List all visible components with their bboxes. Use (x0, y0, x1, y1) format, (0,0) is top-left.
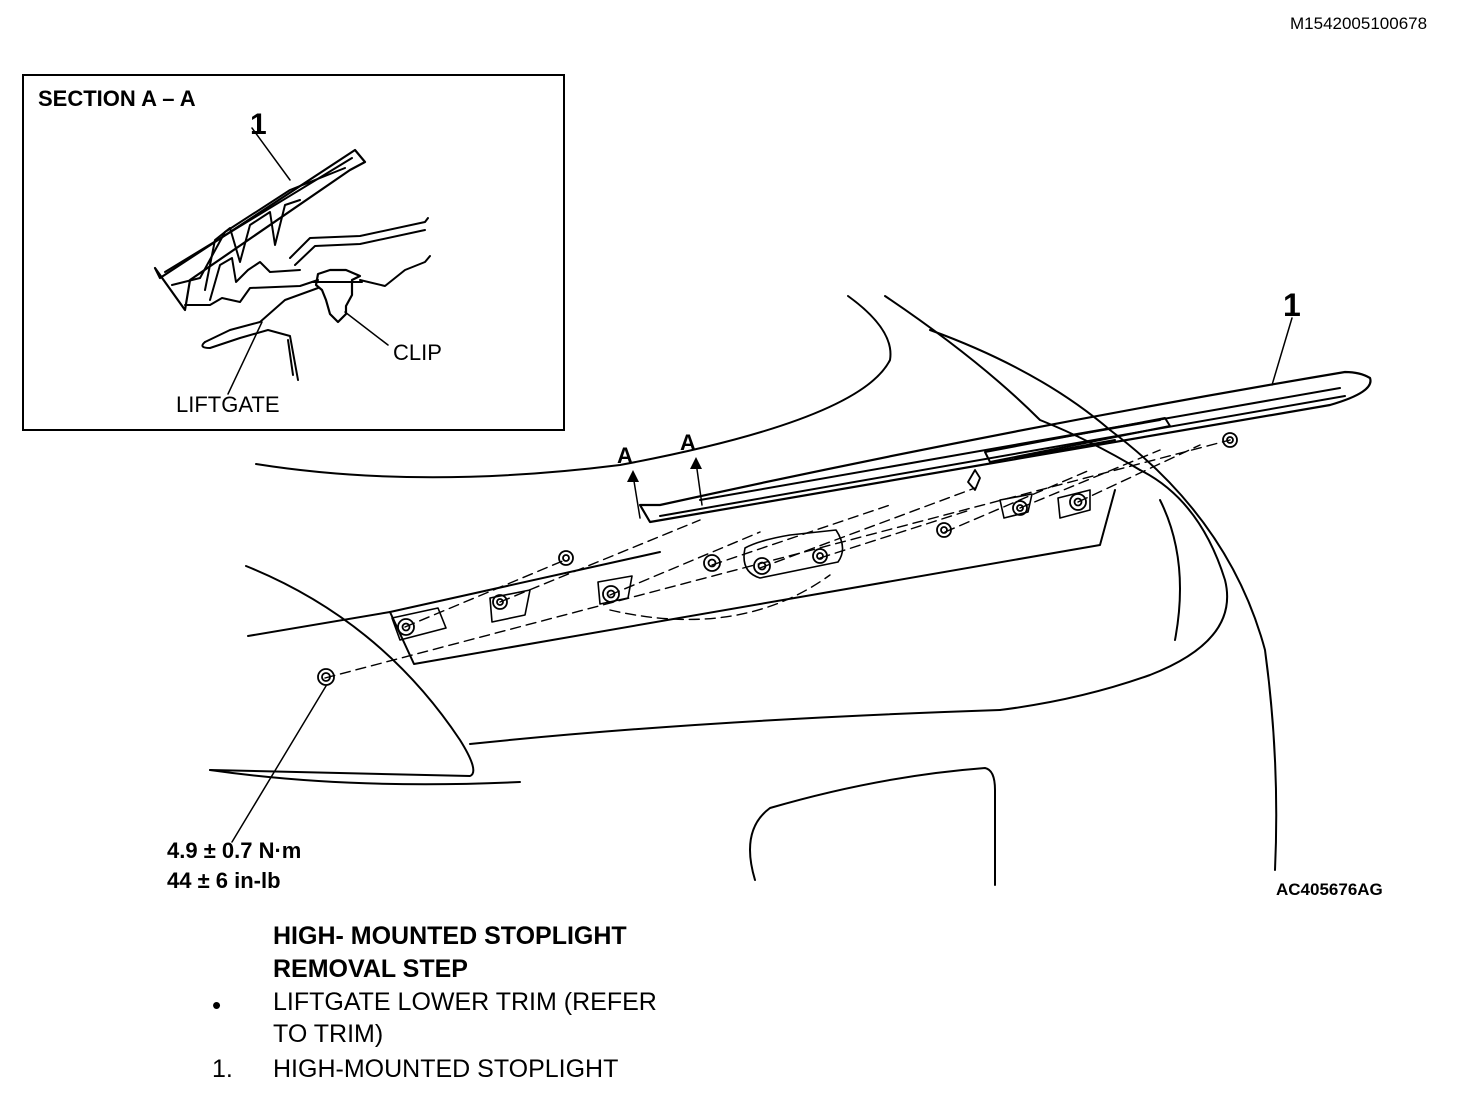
liftgate-label: LIFTGATE (176, 392, 280, 417)
step-bullet-text-line2: TO TRIM) (273, 1020, 384, 1048)
procedure-heading-line2: REMOVAL STEP (273, 955, 468, 983)
section-arrows (627, 457, 702, 482)
section-inset-frame (22, 74, 565, 431)
step-bullet-text-line1: LIFTGATE LOWER TRIM (REFER (273, 988, 657, 1016)
document-id: M1542005100678 (1290, 14, 1428, 33)
trim-mount-brackets (391, 489, 1091, 641)
section-marker-a-left: A (617, 443, 633, 468)
section-marker-a-right: A (680, 430, 696, 455)
fastener-dashed-lines (324, 439, 1231, 679)
main-part-callout: 1 (1283, 287, 1301, 323)
torque-spec-imperial: 44 ± 6 in-lb (167, 868, 281, 893)
vehicle-body-outline (209, 295, 1278, 886)
section-title: SECTION A – A (38, 86, 196, 111)
fasteners (317, 432, 1238, 686)
section-view-drawing (153, 127, 431, 395)
step-1-number: 1. (212, 1055, 233, 1083)
callout-leaders (231, 317, 1293, 843)
inset-part-callout: 1 (250, 108, 267, 141)
step-1-text: HIGH-MOUNTED STOPLIGHT (273, 1055, 619, 1083)
procedure-heading-line1: HIGH- MOUNTED STOPLIGHT (273, 922, 627, 950)
figure-id: AC405676AG (1276, 880, 1383, 899)
clip-label: CLIP (393, 340, 442, 365)
stoplight-assembly (638, 370, 1372, 524)
torque-spec-metric: 4.9 ± 0.7 N·m (167, 838, 302, 863)
step-bullet-icon: • (212, 990, 222, 1020)
